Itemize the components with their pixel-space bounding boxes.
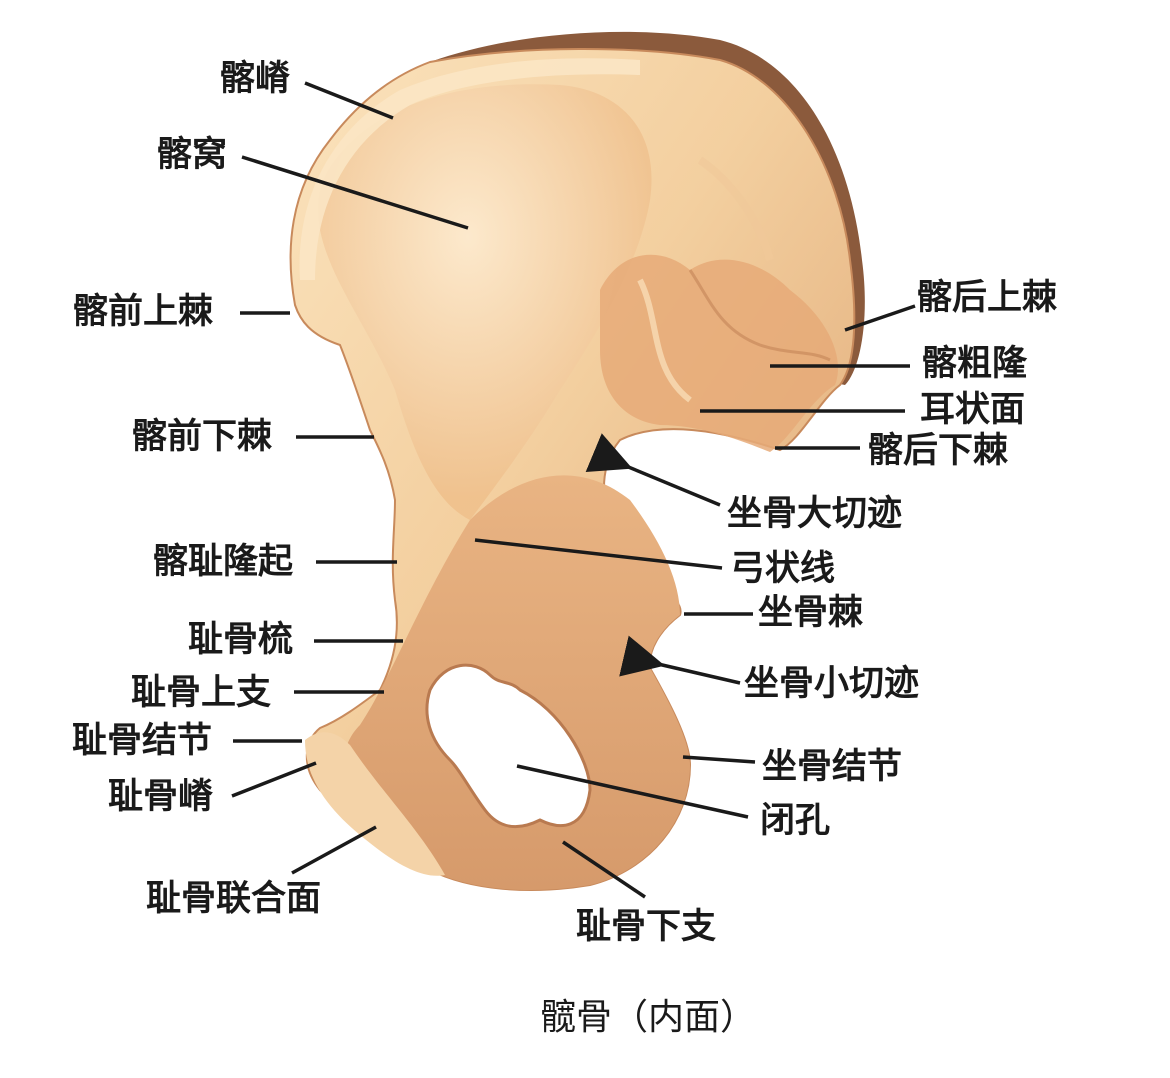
label-pubic-crest: 耻骨嵴 xyxy=(108,777,214,817)
label-iliac-crest: 髂嵴 xyxy=(220,59,291,99)
obturator-foramen-hole xyxy=(425,663,592,829)
symphyseal-region xyxy=(305,732,445,876)
label-iliac-tuberosity: 髂粗隆 xyxy=(922,344,1028,384)
diagram-caption: 髋骨（内面） xyxy=(540,997,757,1038)
label-pecten-pubis: 耻骨梳 xyxy=(188,620,294,660)
label-anterior-inferior-iliac-spine: 髂前下棘 xyxy=(132,417,273,457)
label-ischial-spine: 坐骨棘 xyxy=(758,593,864,633)
label-symphyseal-surface: 耻骨联合面 xyxy=(146,879,322,919)
label-pubic-tubercle: 耻骨结节 xyxy=(72,721,213,761)
label-iliopubic-eminence: 髂耻隆起 xyxy=(153,542,294,582)
label-iliac-fossa: 髂窝 xyxy=(157,135,228,175)
label-posterior-superior-iliac-spine: 髂后上棘 xyxy=(917,278,1058,318)
label-greater-sciatic-notch: 坐骨大切迹 xyxy=(727,494,903,534)
label-inferior-pubic-ramus: 耻骨下支 xyxy=(576,907,717,947)
leader-lines xyxy=(231,81,916,899)
label-arcuate-line: 弓状线 xyxy=(730,549,836,589)
label-obturator-foramen: 闭孔 xyxy=(760,801,831,841)
label-lesser-sciatic-notch: 坐骨小切迹 xyxy=(744,664,920,704)
label-superior-pubic-ramus: 耻骨上支 xyxy=(131,673,272,713)
label-anterior-superior-iliac-spine: 髂前上棘 xyxy=(73,292,214,332)
label-auricular-surface: 耳状面 xyxy=(920,390,1026,430)
label-posterior-inferior-iliac-spine: 髂后下棘 xyxy=(868,431,1009,471)
iliac-fossa-surface xyxy=(318,84,652,521)
auricular-region xyxy=(600,254,838,452)
bone-illustration xyxy=(289,31,865,891)
label-ischial-tuberosity: 坐骨结节 xyxy=(762,747,903,787)
